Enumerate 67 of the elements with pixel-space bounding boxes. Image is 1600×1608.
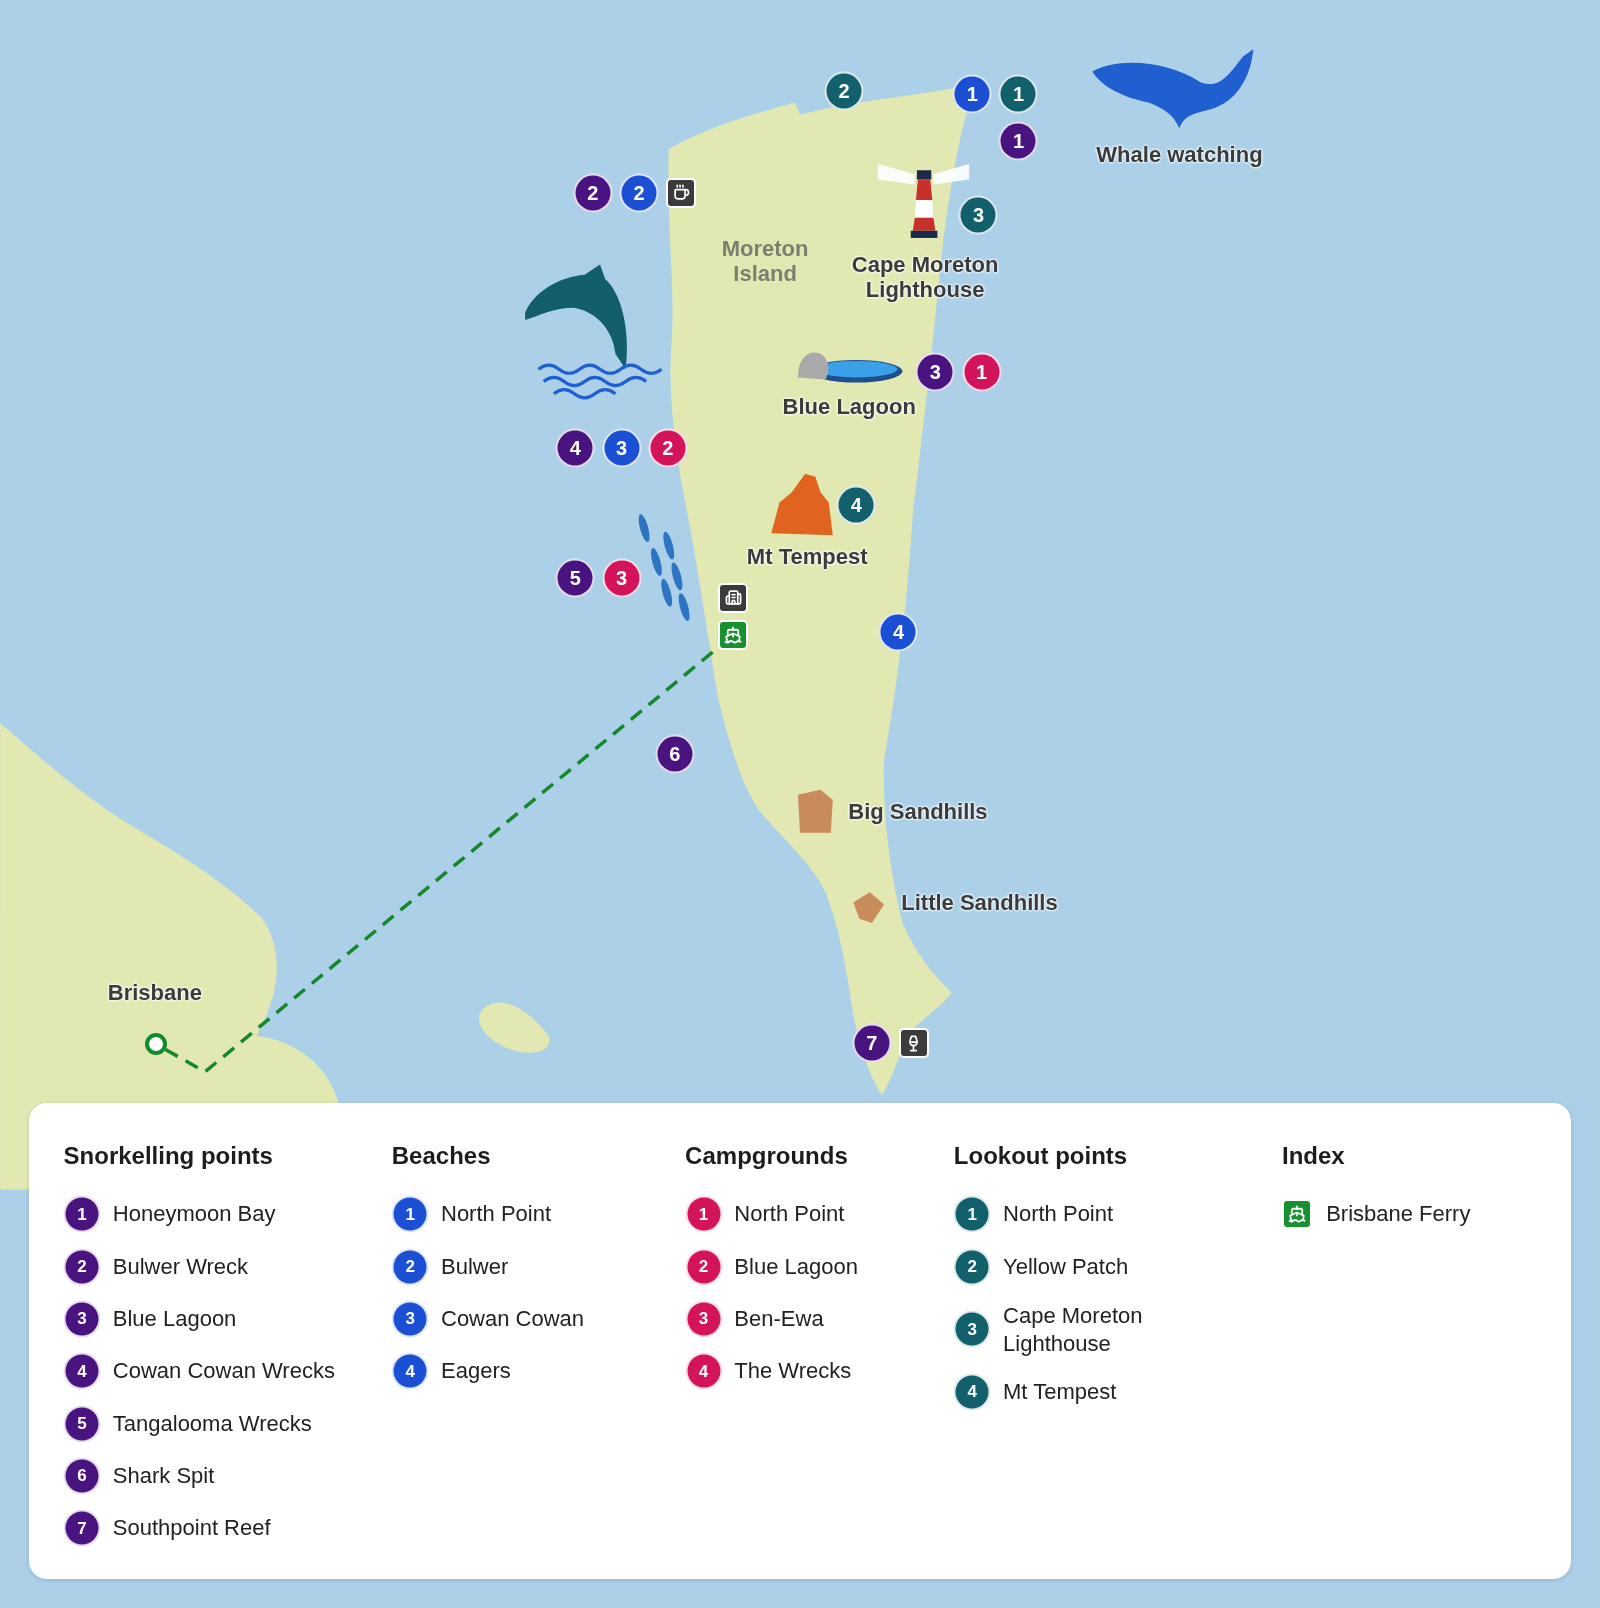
number-marker: 1 — [685, 1195, 723, 1233]
number-marker: 2 — [685, 1248, 723, 1286]
legend-text: Brisbane Ferry — [1326, 1200, 1471, 1229]
place-label: Blue Lagoon — [782, 394, 916, 420]
number-marker: 5 — [63, 1405, 101, 1443]
legend-text: Ben-Ewa — [734, 1305, 824, 1333]
number-marker: 1 — [391, 1195, 429, 1233]
legend-text: North Point — [734, 1200, 845, 1229]
number-marker: 7 — [63, 1509, 101, 1547]
legend-text: The Wrecks — [734, 1357, 852, 1385]
number-marker: 1 — [962, 352, 1002, 392]
number-marker: 2 — [63, 1248, 101, 1286]
number-marker: 1 — [998, 74, 1038, 114]
number-marker: 5 — [555, 558, 595, 598]
legend-text: Mt Tempest — [1003, 1378, 1117, 1406]
legend-heading: Campgrounds — [685, 1141, 848, 1170]
place-label: Little Sandhills — [901, 889, 1058, 916]
number-marker: 2 — [824, 71, 864, 111]
number-marker: 4 — [953, 1373, 991, 1411]
legend-text: Tangalooma Wrecks — [112, 1409, 312, 1438]
legend-text: Southpoint Reef — [112, 1514, 271, 1542]
island-label: Moreton Island — [720, 235, 810, 286]
legend-text: Blue Lagoon — [112, 1305, 237, 1333]
legend-text: North Point — [1003, 1200, 1114, 1229]
number-marker: 3 — [953, 1310, 991, 1348]
legend-text: Bulwer — [441, 1252, 509, 1281]
number-marker: 4 — [63, 1352, 101, 1390]
number-marker: 1 — [63, 1195, 101, 1233]
legend-text: Honeymoon Bay — [112, 1200, 276, 1229]
number-marker: 1 — [953, 1195, 991, 1233]
place-label: Brisbane — [107, 980, 202, 1006]
number-marker: 4 — [555, 428, 595, 468]
legend-heading: Beaches — [391, 1141, 491, 1170]
place-label: Mt Tempest — [746, 544, 868, 570]
number-marker: 1 — [998, 121, 1038, 160]
number-marker: 3 — [391, 1300, 429, 1338]
number-marker: 3 — [602, 428, 642, 468]
number-marker: 2 — [391, 1248, 429, 1286]
place-label: Whale watching — [1096, 142, 1263, 168]
number-marker: 4 — [685, 1352, 723, 1390]
legend-text: Blue Lagoon — [734, 1252, 858, 1281]
legend-text: Cowan Cowan Wrecks — [112, 1357, 335, 1385]
number-marker: 3 — [602, 558, 642, 598]
number-marker: 3 — [958, 195, 998, 235]
number-marker: 6 — [63, 1457, 101, 1495]
number-marker: 2 — [619, 173, 659, 213]
legend-text: Bulwer Wreck — [112, 1252, 249, 1281]
number-marker: 3 — [685, 1300, 723, 1338]
number-marker: 2 — [953, 1248, 991, 1286]
number-marker: 1 — [952, 74, 992, 114]
number-marker: 2 — [573, 173, 613, 213]
legend-text: Cape Moreton Lighthouse — [1003, 1301, 1144, 1357]
number-marker: 4 — [391, 1352, 429, 1390]
number-marker: 6 — [655, 734, 695, 774]
place-label: Cape Moreton Lighthouse — [850, 251, 1000, 303]
number-marker: 3 — [63, 1300, 101, 1338]
number-marker: 2 — [648, 428, 688, 468]
legend-text: Cowan Cowan — [441, 1305, 585, 1333]
legend-heading: Snorkelling points — [63, 1141, 273, 1170]
legend-heading: Index — [1282, 1141, 1345, 1170]
legend-text: Yellow Patch — [1003, 1252, 1129, 1281]
ferry-icon — [718, 619, 749, 650]
legend-text: North Point — [441, 1200, 552, 1229]
place-label: Big Sandhills — [848, 799, 988, 825]
legend-heading: Lookout points — [953, 1141, 1128, 1170]
legend-text: Shark Spit — [112, 1462, 215, 1490]
legend-text: Eagers — [441, 1357, 511, 1385]
